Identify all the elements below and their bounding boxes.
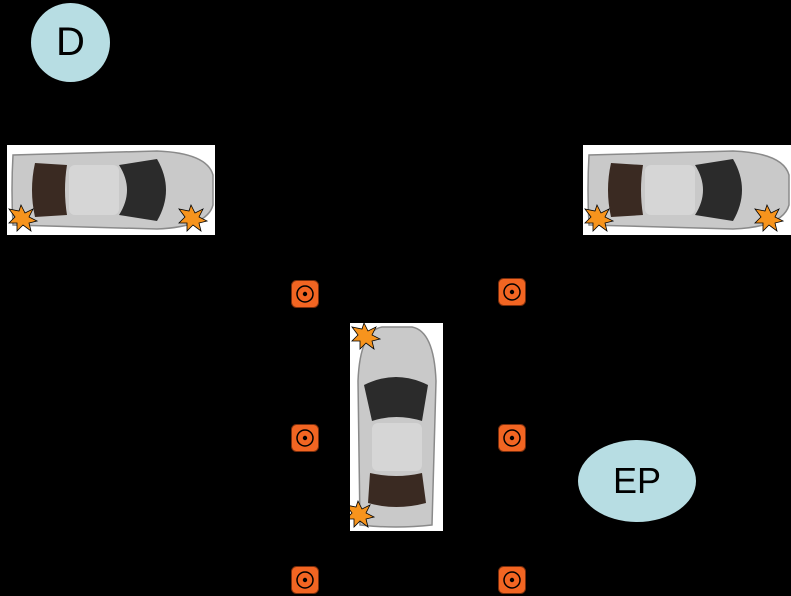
traffic-cone-top-view-icon <box>498 424 526 452</box>
traffic-cone <box>498 566 526 594</box>
traffic-cone <box>291 424 319 452</box>
label-d-circle: D <box>31 3 110 82</box>
contact-burst-icon <box>8 203 39 232</box>
car-top-view-icon <box>350 323 443 531</box>
car-left <box>7 145 215 235</box>
car-center <box>350 323 443 531</box>
contact-burst-icon <box>178 203 209 232</box>
traffic-cone-top-view-icon <box>498 566 526 594</box>
traffic-cone <box>291 280 319 308</box>
traffic-cone-top-view-icon <box>291 566 319 594</box>
contact-burst-icon <box>754 203 785 232</box>
contact-burst-icon <box>350 499 376 528</box>
label-ep-ellipse: EP <box>578 440 696 522</box>
car-top-view-icon <box>7 145 215 235</box>
label-d-text: D <box>56 20 85 64</box>
traffic-cone-top-view-icon <box>291 280 319 308</box>
car-top-view-icon <box>583 145 791 235</box>
traffic-cone <box>498 424 526 452</box>
car-right <box>583 145 791 235</box>
label-ep-text: EP <box>612 460 662 501</box>
contact-burst-icon <box>584 203 615 232</box>
contact-burst-icon <box>351 323 382 350</box>
traffic-cone <box>291 566 319 594</box>
traffic-cone-top-view-icon <box>498 278 526 306</box>
traffic-cone <box>498 278 526 306</box>
traffic-cone-top-view-icon <box>291 424 319 452</box>
